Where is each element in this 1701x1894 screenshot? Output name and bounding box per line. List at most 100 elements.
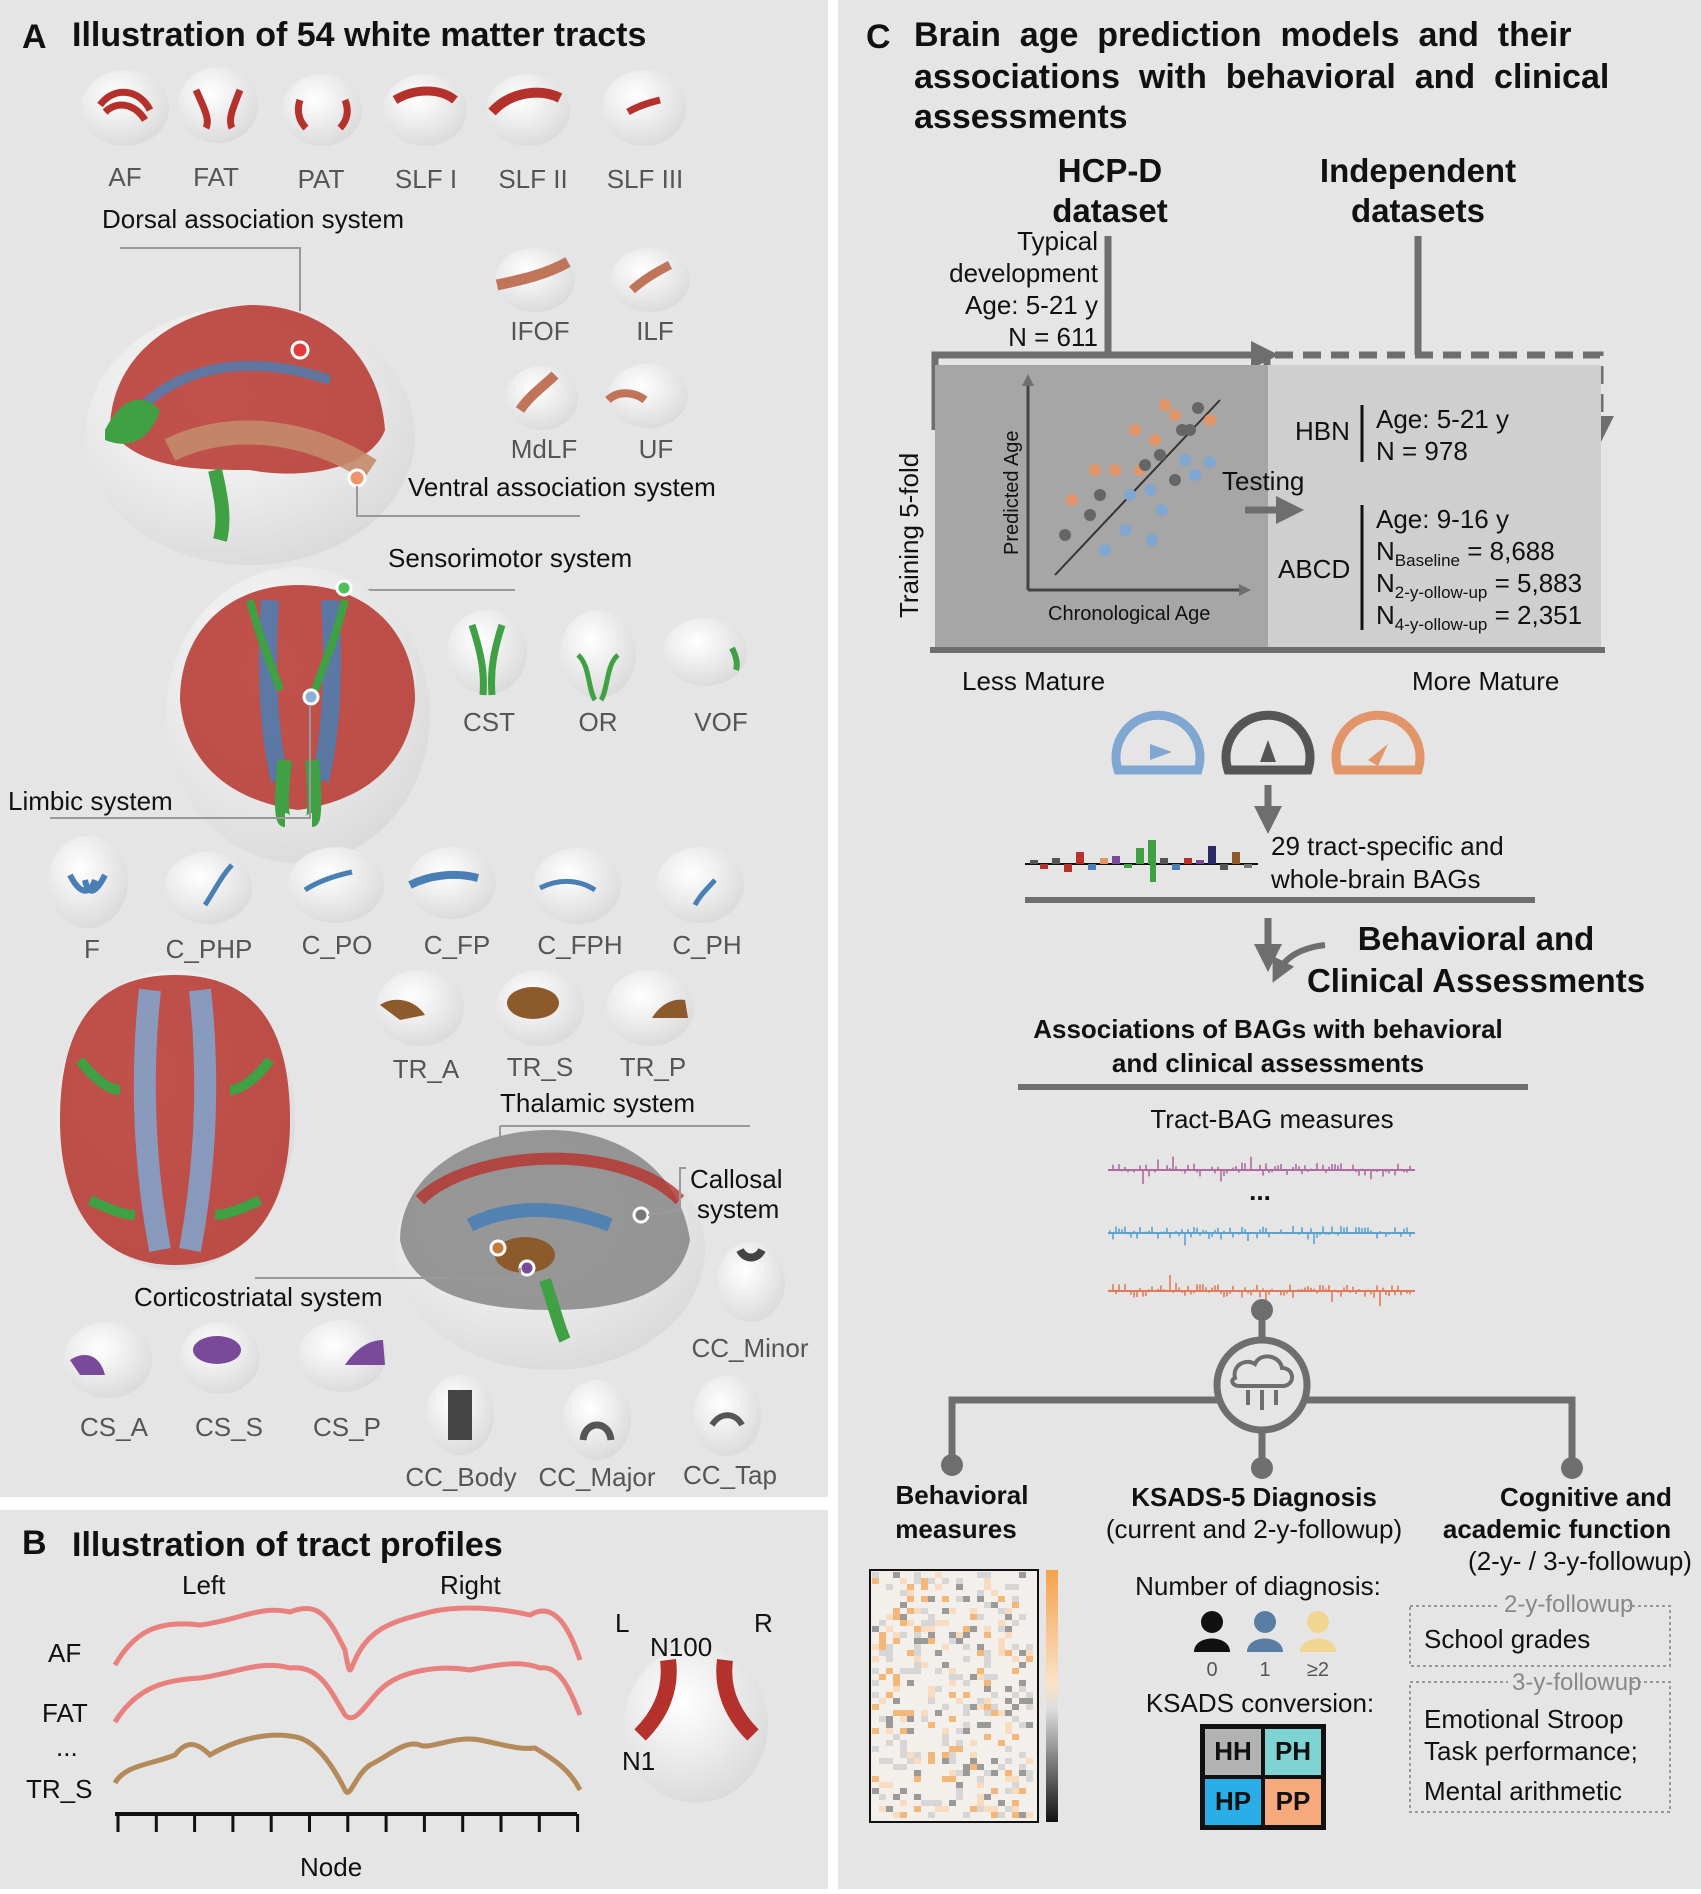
heatmap-cell xyxy=(977,1644,984,1650)
heatmap-cell xyxy=(914,1656,921,1662)
tract-brain-af xyxy=(81,70,169,146)
heatmap-cell xyxy=(984,1794,991,1800)
tract-brain-slf3 xyxy=(602,70,686,146)
heatmap-cell xyxy=(886,1650,893,1656)
heatmap-cell xyxy=(1026,1722,1033,1728)
heatmap-cell xyxy=(977,1722,984,1728)
profile-row-fat: FAT xyxy=(42,1698,88,1728)
heatmap-cell xyxy=(1005,1698,1012,1704)
heatmap-cell xyxy=(949,1758,956,1764)
coronal-brain-illustration xyxy=(166,567,430,863)
heatmap-cell xyxy=(984,1680,991,1686)
heatmap-cell xyxy=(914,1752,921,1758)
heatmap-cell xyxy=(907,1758,914,1764)
behav-measures-line1: Behavioral xyxy=(896,1480,1029,1510)
limbic-tract-icons xyxy=(48,836,744,928)
heatmap-cell xyxy=(977,1776,984,1782)
heatmap-cell xyxy=(886,1728,893,1734)
label-tr-p: TR_P xyxy=(620,1052,686,1082)
heatmap-cell xyxy=(886,1806,893,1812)
heatmap-cell xyxy=(949,1674,956,1680)
heatmap-cell xyxy=(991,1674,998,1680)
panel-c-letter: C xyxy=(866,18,891,56)
heatmap-cell xyxy=(907,1752,914,1758)
heatmap-cell xyxy=(1019,1680,1026,1686)
heatmap-cell xyxy=(935,1686,942,1692)
heatmap-cell xyxy=(935,1800,942,1806)
heatmap-cell xyxy=(984,1806,991,1812)
heatmap-cell xyxy=(928,1800,935,1806)
heatmap-cell xyxy=(886,1740,893,1746)
limbic-labels: F C_PHP C_PO C_FP C_FPH C_PH xyxy=(84,930,742,964)
label-cs-a: CS_A xyxy=(80,1412,149,1442)
grid-cell-hp xyxy=(1205,1779,1261,1825)
heatmap-cell xyxy=(872,1680,879,1686)
heatmap-cell xyxy=(963,1812,970,1818)
ml-hub xyxy=(941,1299,1583,1479)
grid-cell-hh xyxy=(1205,1729,1261,1775)
heatmap-cell xyxy=(1012,1734,1019,1740)
grid-cell-ph xyxy=(1265,1729,1321,1775)
tract-brain-cc-major xyxy=(563,1380,631,1460)
heatmap-cell xyxy=(1005,1686,1012,1692)
heatmap-cell xyxy=(963,1656,970,1662)
heatmap-cell xyxy=(949,1668,956,1674)
heatmap-cell xyxy=(900,1800,907,1806)
heatmap-cell xyxy=(1012,1788,1019,1794)
label-af: AF xyxy=(108,162,141,192)
heatmap-cell xyxy=(956,1788,963,1794)
ksads-title-line2: (current and 2-y-followup) xyxy=(1106,1514,1402,1544)
heatmap-cell xyxy=(956,1746,963,1752)
heatmap-cell xyxy=(1012,1668,1019,1674)
heatmap-cell xyxy=(914,1758,921,1764)
heatmap-cell xyxy=(928,1620,935,1626)
heatmap-cell xyxy=(1019,1698,1026,1704)
heatmap-cell xyxy=(1005,1770,1012,1776)
ventral-labels: IFOF ILF MdLF UF xyxy=(510,316,673,464)
heatmap-cell xyxy=(963,1710,970,1716)
tract-brain-uf xyxy=(605,364,688,428)
heatmap-cell xyxy=(900,1728,907,1734)
gauge-orange-icon xyxy=(1331,710,1425,775)
heatmap-cell xyxy=(935,1572,942,1578)
heatmap-cell xyxy=(963,1770,970,1776)
ksads-title-line1: KSADS-5 Diagnosis xyxy=(1131,1482,1377,1512)
assoc-title-line2: and clinical assessments xyxy=(1112,1048,1424,1078)
heatmap-cell xyxy=(900,1578,907,1584)
heatmap-cell xyxy=(879,1782,886,1788)
abcd-label: ABCD xyxy=(1278,554,1350,584)
diagnosis-count-0: 0 xyxy=(1206,1659,1217,1681)
heatmap-cell xyxy=(928,1812,935,1818)
heatmap-cell xyxy=(914,1668,921,1674)
heatmap-cell xyxy=(1026,1698,1033,1704)
heatmap-cell xyxy=(879,1638,886,1644)
heatmap-cell xyxy=(886,1626,893,1632)
label-tr-s: TR_S xyxy=(507,1052,573,1082)
heatmap-cell xyxy=(886,1758,893,1764)
heatmap-cell xyxy=(942,1776,949,1782)
abcd-baseline-n-letter: N xyxy=(1376,536,1395,566)
heatmap-cell xyxy=(942,1734,949,1740)
heatmap-cell xyxy=(977,1590,984,1596)
heatmap-cell xyxy=(977,1764,984,1770)
sagittal-brain-illustration xyxy=(85,305,415,565)
stroop-line2: Task performance; xyxy=(1424,1736,1638,1766)
dorsal-labels: AF FAT PAT SLF I SLF II SLF III xyxy=(108,162,683,194)
heatmap-cell xyxy=(949,1632,956,1638)
heatmap-cell xyxy=(942,1662,949,1668)
label-cst: CST xyxy=(463,707,515,737)
less-mature-label: Less Mature xyxy=(962,666,1105,696)
heatmap-cell xyxy=(942,1578,949,1584)
heatmap-cell xyxy=(921,1626,928,1632)
heatmap-cell xyxy=(942,1644,949,1650)
tract-brain-mdlf xyxy=(506,366,578,430)
heatmap-cell xyxy=(1012,1800,1019,1806)
heatmap-cell xyxy=(879,1632,886,1638)
tract-brain-pat xyxy=(282,74,362,146)
label-mdlf: MdLF xyxy=(511,434,577,464)
heatmap-cell xyxy=(1005,1650,1012,1656)
heatmap-cell xyxy=(872,1668,879,1674)
heatmap-cell xyxy=(991,1590,998,1596)
label-c-fph: C_FPH xyxy=(537,930,622,960)
heatmap-cell xyxy=(914,1650,921,1656)
